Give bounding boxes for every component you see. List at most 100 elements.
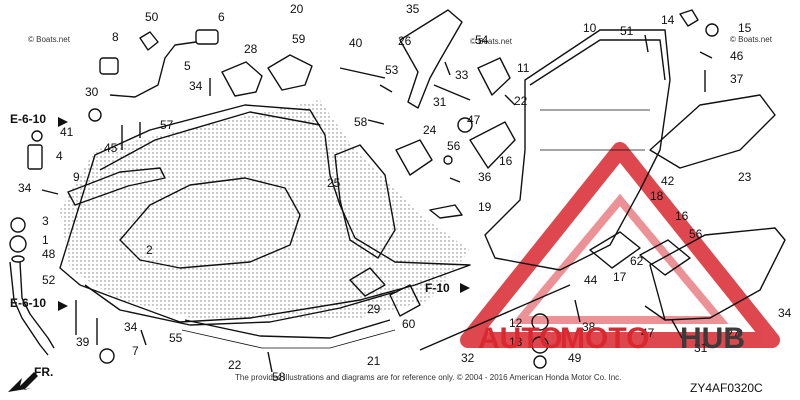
callout-42: 42: [661, 174, 675, 188]
bolt-46: [699, 51, 713, 59]
callout-57: 57: [160, 118, 174, 132]
ref-arrow-icon-1: [58, 117, 68, 127]
spring-22: [504, 94, 516, 106]
bolt-40: [339, 67, 386, 79]
callout-17: 17: [613, 270, 627, 284]
callout-26: 26: [398, 34, 412, 48]
callout-34: 34: [778, 306, 792, 320]
callout-60: 60: [402, 317, 416, 331]
callout-41: 41: [60, 125, 74, 139]
callout-31: 31: [694, 341, 708, 355]
callout-34: 34: [124, 320, 138, 334]
callout-31: 31: [433, 95, 447, 109]
callout-11: 11: [517, 61, 530, 75]
callout-7: 7: [132, 344, 139, 358]
cap-14: [679, 9, 699, 27]
tube-52: [9, 261, 49, 356]
copyright-text: The provided illustrations and diagrams …: [235, 373, 621, 382]
lower-pan-inner: [119, 177, 301, 269]
logo-triangle-outer: [460, 142, 780, 348]
callout-28: 28: [244, 42, 258, 56]
callout-56: 56: [689, 227, 703, 241]
logo-text-auto: AUTO: [478, 322, 562, 355]
callout-52: 52: [42, 273, 56, 287]
nut-30: [88, 108, 102, 122]
bracket-11: [477, 57, 511, 96]
callout-39: 39: [76, 335, 90, 349]
callout-59: 59: [292, 32, 306, 46]
grommet-1: [9, 235, 27, 253]
bolt-31-r: [671, 319, 683, 339]
gasket-29: [349, 267, 386, 297]
ref-arrow-icon-f10: [460, 283, 470, 293]
ref-label-fr-: FR.: [34, 365, 53, 379]
logo-watermark: [460, 142, 780, 348]
callout-33: 33: [455, 68, 469, 82]
callout-5: 5: [184, 59, 191, 73]
watermark-center: © Boats.net: [470, 37, 513, 46]
callout-24: 24: [423, 123, 437, 137]
logo-text-hub: HUB: [680, 322, 745, 355]
callout-16: 16: [675, 209, 689, 223]
logo-text-moto: MOTO: [560, 322, 649, 355]
callout-62: 62: [630, 254, 644, 268]
bolt-51: [644, 34, 649, 53]
grommet-3: [10, 217, 26, 233]
sensor-4: [27, 144, 43, 170]
bolt-38: [574, 299, 581, 323]
callout-44: 44: [584, 273, 598, 287]
extension-top-rim: [529, 39, 666, 86]
callout-3: 3: [42, 214, 49, 228]
bolt-58-top: [367, 119, 385, 125]
callout-47: 47: [467, 113, 481, 127]
watermark-left: © Boats.net: [28, 35, 71, 44]
lower-cover-27: [649, 227, 786, 321]
washer-49: [533, 355, 547, 369]
side-cover-piece: [334, 144, 396, 259]
ref-label-f-10: F-10: [425, 281, 450, 295]
rod-32: [419, 284, 571, 351]
grommet-7: [99, 348, 115, 364]
callout-30: 30: [85, 85, 99, 99]
lever-19: [429, 204, 463, 219]
lower-pan-body: [59, 104, 471, 323]
cylinder-16: [469, 121, 516, 169]
callout-16: 16: [499, 154, 513, 168]
callout-6: 6: [218, 10, 225, 24]
bolt-31: [433, 84, 471, 101]
cap-15: [705, 23, 719, 37]
callout-49: 49: [568, 351, 582, 365]
connector-8: [99, 57, 119, 75]
callout-13: 13: [509, 335, 523, 349]
mount-bar-9: [67, 167, 166, 206]
callout-55: 55: [169, 331, 183, 345]
callout-51: 51: [620, 24, 634, 38]
callout-23: 23: [738, 170, 752, 184]
callout-50: 50: [145, 10, 159, 24]
cap-60: [389, 284, 421, 317]
clip-50: [139, 31, 159, 51]
gasket-28: [221, 61, 263, 97]
diagram-code: ZY4AF0320C: [690, 381, 763, 395]
ref-label-e-6-10: E-6-10: [10, 296, 46, 310]
callout-47: 47: [641, 326, 655, 340]
callout-20: 20: [290, 2, 304, 16]
callout-22: 22: [514, 94, 528, 108]
washer-41: [31, 130, 43, 142]
callout-32: 32: [461, 351, 475, 365]
ref-arrow-icon-2: [58, 301, 68, 311]
callout-12: 12: [509, 316, 523, 330]
callout-14: 14: [661, 13, 675, 27]
callout-4: 4: [56, 149, 63, 163]
watermark-right: © Boats.net: [730, 35, 773, 44]
seal-strip-bottom: [184, 319, 391, 339]
bolt-33: [444, 61, 451, 76]
callout-19: 19: [478, 200, 492, 214]
actuator-17: [589, 231, 641, 269]
grommet-13: [531, 336, 549, 354]
logo-text: AUTO MOTO HUB: [478, 322, 745, 355]
grommet-12: [531, 313, 549, 331]
bracket-26: [399, 9, 463, 109]
